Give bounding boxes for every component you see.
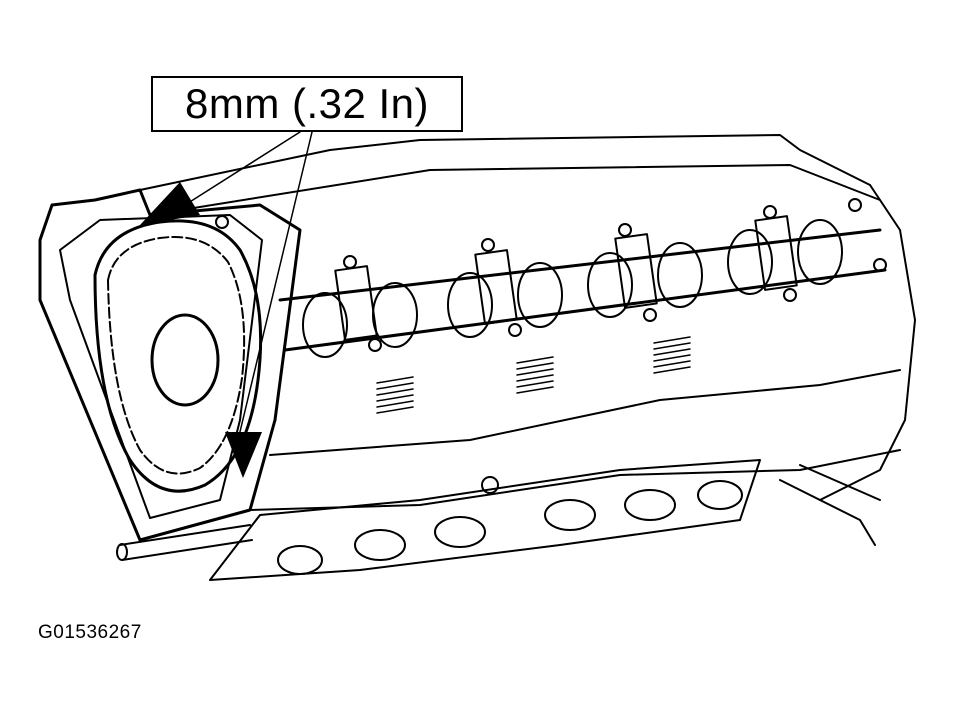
figure-id: G01536267 — [38, 622, 142, 643]
measurement-callout-label: 8mm (.32 In) — [184, 80, 430, 127]
callout-leader-lines — [184, 131, 313, 441]
cam-sprocket — [93, 219, 263, 493]
camshaft — [215, 198, 887, 358]
valve-springs — [376, 336, 691, 414]
arrowhead-lower — [225, 432, 262, 478]
head-body-outline — [38, 134, 916, 542]
measurement-callout-box: 8mm (.32 In) — [151, 76, 463, 132]
arrowhead-upper — [140, 182, 200, 225]
port-face — [116, 459, 881, 581]
